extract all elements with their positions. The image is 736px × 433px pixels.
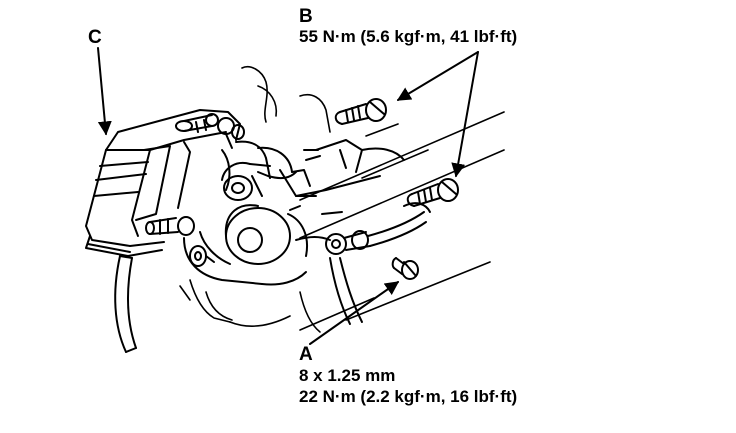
bolt-a	[391, 257, 419, 280]
callout-a-torque: 22 N·m (2.2 kgf·m, 16 lbf·ft)	[299, 387, 518, 406]
caliper-slide-pins	[175, 113, 245, 140]
caliper-body	[85, 109, 241, 257]
callout-a-letter: A	[299, 344, 313, 365]
callout-a-size: 8 x 1.25 mm	[299, 366, 396, 385]
leader-lines	[97, 47, 479, 345]
suspension-strut-lines	[299, 111, 505, 331]
brake-disc	[114, 255, 137, 353]
caliper-bracket	[221, 139, 405, 241]
callout-b-letter: B	[299, 6, 313, 27]
caliper-piston	[183, 204, 308, 286]
caliper-upper-mount	[221, 162, 297, 201]
callout-b-torque: 55 N·m (5.6 kgf·m, 41 lbf·ft)	[299, 27, 518, 46]
bolt-b-lower	[406, 178, 459, 207]
callout-c-letter: C	[88, 27, 102, 48]
bolt-b-upper	[334, 98, 387, 125]
lower-slide-pin	[145, 216, 215, 267]
steering-knuckle	[179, 66, 331, 333]
